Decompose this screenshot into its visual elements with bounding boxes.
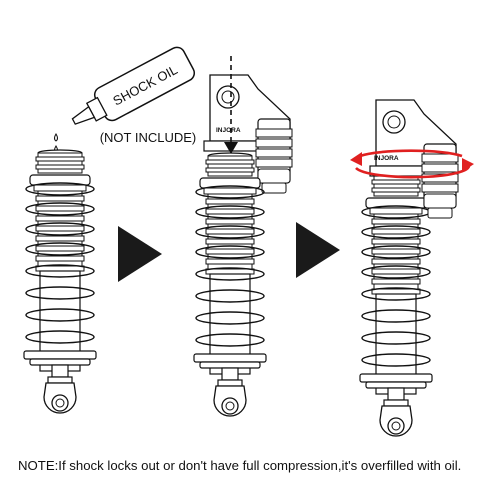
shock-absorber-step-2: [193, 152, 267, 417]
step-1-panel: SHOCK OIL (NOT INCLUDE): [23, 46, 197, 414]
bottle-caption: (NOT INCLUDE): [100, 130, 197, 145]
shock-cap: INJORA: [203, 74, 293, 194]
rotation-arrow-icon: [350, 149, 474, 179]
shock-absorber-step-3: [359, 175, 433, 437]
step-arrow-icon: [118, 226, 162, 282]
cap-brand-label: INJORA: [216, 127, 241, 134]
step-arrow-icon: [296, 222, 340, 278]
cap-brand-label: INJORA: [374, 155, 399, 162]
oil-drop: [54, 133, 58, 142]
note-text: NOTE:If shock locks out or don't have fu…: [18, 458, 462, 473]
step-3-panel: INJORA: [350, 99, 474, 437]
shock-cap-tightened: INJORA: [369, 99, 459, 219]
oil-bottle-icon: SHOCK OIL: [71, 46, 196, 125]
shock-absorber-open: [23, 149, 97, 414]
step-2-panel: INJORA: [193, 56, 293, 417]
down-arrow-icon: [224, 142, 238, 154]
